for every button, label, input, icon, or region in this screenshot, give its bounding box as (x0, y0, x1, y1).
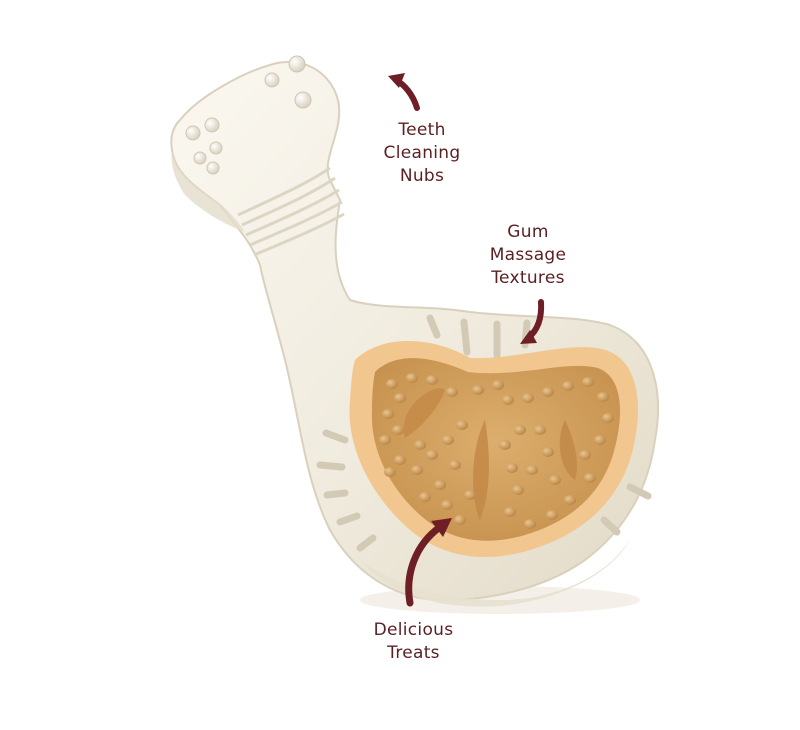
label-line: Teeth (398, 120, 446, 140)
treat-bump (414, 440, 426, 450)
treat-bump (456, 420, 468, 430)
curved-arrow-icon (431, 518, 452, 537)
treat-bump (542, 447, 554, 457)
label-line: Textures (491, 268, 565, 288)
label-line: Gum (507, 222, 549, 242)
treat-bump (579, 450, 591, 460)
treat-bump (382, 409, 394, 419)
treat-bump (542, 387, 554, 397)
treat-bump (584, 473, 596, 483)
treat-bump (534, 425, 546, 435)
treat-bump (526, 465, 538, 475)
treat-bump (446, 387, 458, 397)
treat-bump (594, 435, 606, 445)
treat-bump (386, 379, 398, 389)
treat-bump (472, 385, 484, 395)
curved-arrow-icon (520, 330, 537, 344)
label-line: Nubs (399, 166, 445, 186)
treat-bump (549, 475, 561, 485)
label-delicious-treats: Delicious Treats (356, 619, 471, 665)
treat-bump (522, 393, 534, 403)
treat-bump (562, 381, 574, 391)
treat-bump (564, 495, 576, 505)
treat-bump (379, 435, 391, 445)
treat-bump (514, 425, 526, 435)
treat-bump (602, 413, 614, 423)
treat-bump (492, 380, 504, 390)
treat-bump (394, 393, 406, 403)
treat-bump (411, 465, 423, 475)
treat-bump (597, 392, 609, 402)
treat-bump (449, 460, 461, 470)
treat-bump (454, 515, 466, 525)
treat-bump (384, 467, 396, 477)
curved-arrow-icon (405, 523, 444, 607)
label-line: Cleaning (383, 143, 461, 163)
treat-bump (434, 480, 446, 490)
treat-bump (506, 463, 518, 473)
treat-bump (502, 395, 514, 405)
treat-bump (546, 510, 558, 520)
treat-bump (442, 435, 454, 445)
neck-rings (237, 166, 345, 257)
treat-bump (426, 450, 438, 460)
treat-bump (419, 492, 431, 502)
curved-arrow-icon (388, 73, 405, 88)
label-teeth-cleaning-nubs: Teeth Cleaning Nubs (372, 119, 472, 188)
treat-bump (426, 375, 438, 385)
treat-bump (512, 485, 524, 495)
treat-bump (464, 490, 476, 500)
teeth-cleaning-nubs (185, 55, 312, 175)
treat-bump (504, 507, 516, 517)
treat-bump (392, 425, 404, 435)
treat-bump (524, 519, 536, 529)
treat-bump (499, 440, 511, 450)
treat-bump (394, 455, 406, 465)
label-line: Delicious (373, 620, 454, 640)
label-line: Massage (489, 245, 567, 265)
treat-bump (582, 377, 594, 387)
treat-bump (406, 373, 418, 383)
label-gum-massage-textures: Gum Massage Textures (478, 221, 578, 290)
treat-bump (441, 500, 453, 510)
treat-bumps (379, 373, 614, 529)
label-line: Treats (387, 643, 440, 663)
